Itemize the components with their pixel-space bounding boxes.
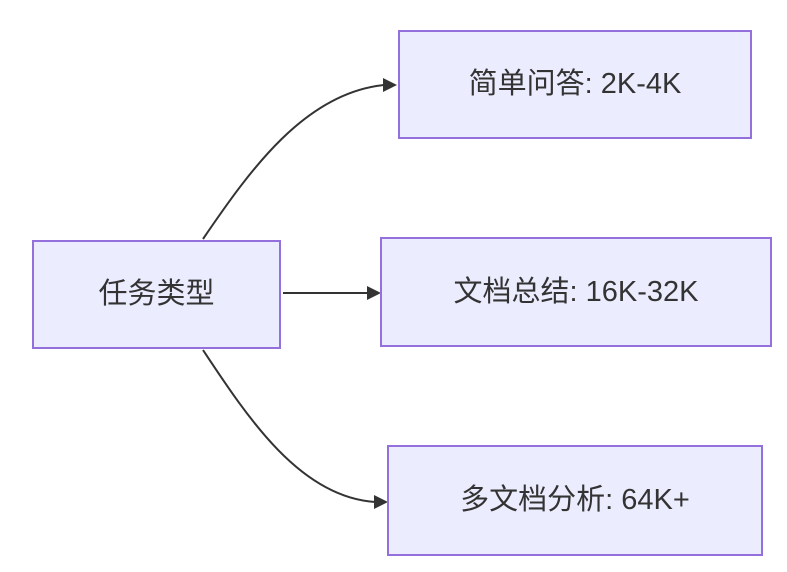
node-simple-qa: 简单问答: 2K-4K (398, 30, 752, 139)
node-doc-summary-label: 文档总结: 16K-32K (453, 275, 699, 308)
edge-root-to-branch-0 (202, 84, 385, 240)
node-simple-qa-label: 简单问答: 2K-4K (468, 68, 682, 101)
node-multi-doc-analysis: 多文档分析: 64K+ (387, 445, 763, 556)
arrowhead-branch-1-icon (367, 286, 381, 300)
arrowhead-branch-2-icon (374, 495, 388, 509)
node-multi-doc-analysis-label: 多文档分析: 64K+ (460, 484, 690, 517)
edge-root-to-branch-2 (202, 349, 376, 503)
node-task-type: 任务类型 (32, 240, 281, 349)
node-doc-summary: 文档总结: 16K-32K (380, 237, 772, 347)
arrowhead-branch-0-icon (383, 78, 397, 92)
node-task-type-label: 任务类型 (98, 278, 215, 311)
